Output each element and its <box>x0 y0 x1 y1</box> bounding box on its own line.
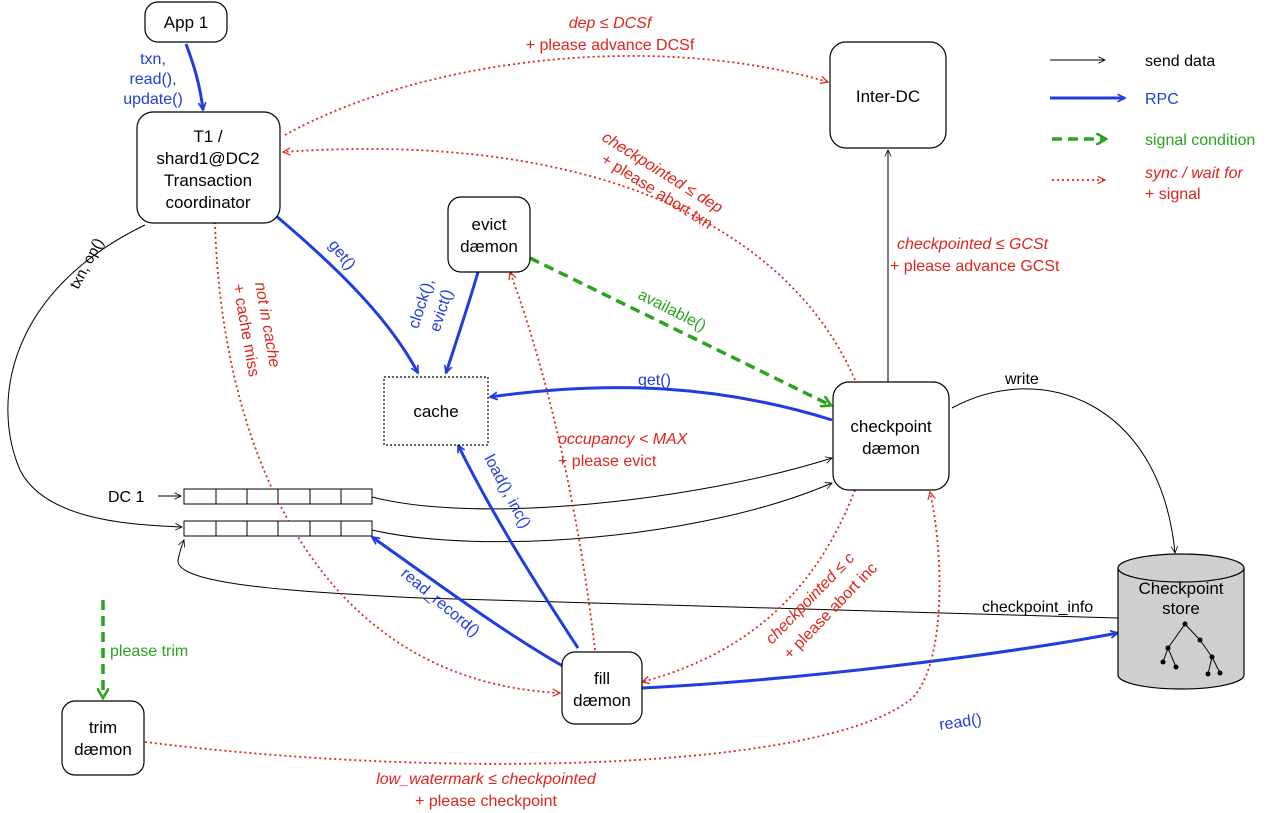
coordinator-label-1: T1 / <box>193 127 223 146</box>
app-rpc-label-3: update() <box>123 91 183 108</box>
evict-daemon-node[interactable]: evict dæmon <box>447 196 531 273</box>
checkpoint-store-node[interactable]: Checkpoint store <box>1117 553 1245 690</box>
edge-checkpoint-get <box>490 386 833 422</box>
evict-label-1: evict <box>472 215 507 234</box>
app1-node[interactable]: App 1 <box>144 1 228 43</box>
checkpoint-daemon-node[interactable]: checkpoint dæmon <box>832 381 950 491</box>
low-wm-cond: low_watermark ≤ checkpointed <box>376 771 597 788</box>
edge-checkpoint-info <box>177 540 1119 619</box>
store-label-2: store <box>1162 599 1200 618</box>
read-record-label: read_record() <box>397 565 482 640</box>
legend-send-label: send data <box>1145 53 1215 70</box>
cache-label: cache <box>413 402 458 421</box>
coordinator-node[interactable]: T1 / shard1@DC2 Transaction coordinator <box>136 111 281 224</box>
fill-daemon-node[interactable]: fill dæmon <box>561 651 643 725</box>
tree-icon <box>1160 621 1223 677</box>
txn-op-label: txn, op() <box>67 235 108 292</box>
store-label-1: Checkpoint <box>1138 579 1223 598</box>
edge-occupancy <box>510 272 596 651</box>
fill-label-1: fill <box>594 669 610 688</box>
edge-queue1-to-checkpoint <box>371 458 832 510</box>
edge-load-inc <box>456 445 580 649</box>
legend-sync-label-2: + signal <box>1145 186 1201 203</box>
low-wm-action: + please checkpoint <box>415 793 557 810</box>
occupancy-action: + please evict <box>558 453 657 470</box>
edge-coord-get <box>274 213 420 373</box>
legend-sync-label: sync / wait for <box>1145 165 1243 182</box>
evict-label-2: dæmon <box>460 237 518 256</box>
fill-label-2: dæmon <box>573 691 631 710</box>
legend-signal-label: signal condition <box>1145 132 1255 149</box>
edge-dep-dcsf <box>284 55 828 136</box>
trim-label-2: dæmon <box>74 740 132 759</box>
coordinator-label-3: Transaction <box>164 171 252 190</box>
coord-get-label: get() <box>325 237 359 273</box>
local-queue <box>183 520 373 537</box>
checkpoint-label-2: dæmon <box>862 439 920 458</box>
cache-node[interactable]: cache <box>383 376 489 446</box>
read-label: read() <box>938 711 983 734</box>
trim-label-1: trim <box>89 718 117 737</box>
dep-dcsf-cond: dep ≤ DCSf <box>569 15 653 32</box>
edge-evict-calls <box>446 271 480 373</box>
available-label: available() <box>635 286 708 335</box>
dc1-queue <box>183 488 373 505</box>
edge-app-rpc <box>184 43 203 110</box>
coordinator-label-4: coordinator <box>165 193 250 212</box>
app-rpc-label-1: txn, <box>140 51 166 68</box>
edge-cp-dep <box>283 149 856 381</box>
please-trim-label: please trim <box>110 643 188 660</box>
checkpoint-label-1: checkpoint <box>850 417 932 436</box>
app-rpc-label-2: read(), <box>129 71 176 88</box>
write-label: write <box>1004 371 1039 388</box>
trim-daemon-node[interactable]: trim dæmon <box>61 700 145 776</box>
edge-queue2-to-checkpoint <box>371 483 832 543</box>
edge-read-record <box>372 535 567 670</box>
cp-gcst-action: + please advance GCSt <box>890 258 1060 275</box>
checkpoint-get-label: get() <box>638 372 671 389</box>
legend: send data RPC signal condition sync / wa… <box>1050 53 1255 203</box>
edge-write <box>951 388 1175 553</box>
dc1-label: DC 1 <box>108 489 145 506</box>
legend-rpc-label: RPC <box>1145 91 1179 108</box>
cp-gcst-cond: checkpointed ≤ GCSt <box>897 236 1049 253</box>
checkpoint-info-label: checkpoint_info <box>982 599 1093 616</box>
interdc-label: Inter-DC <box>856 87 920 106</box>
edge-cp-c <box>642 489 856 682</box>
interdc-node[interactable]: Inter-DC <box>829 41 947 149</box>
edge-txn-op <box>7 224 182 527</box>
edge-read <box>641 633 1118 690</box>
dep-dcsf-action: + please advance DCSf <box>526 37 695 54</box>
app1-label: App 1 <box>164 13 208 32</box>
occupancy-cond: occupancy < MAX <box>558 431 689 448</box>
load-inc-label: load(), inc() <box>480 452 533 531</box>
coordinator-label-2: shard1@DC2 <box>156 149 259 168</box>
edge-available <box>529 256 830 405</box>
